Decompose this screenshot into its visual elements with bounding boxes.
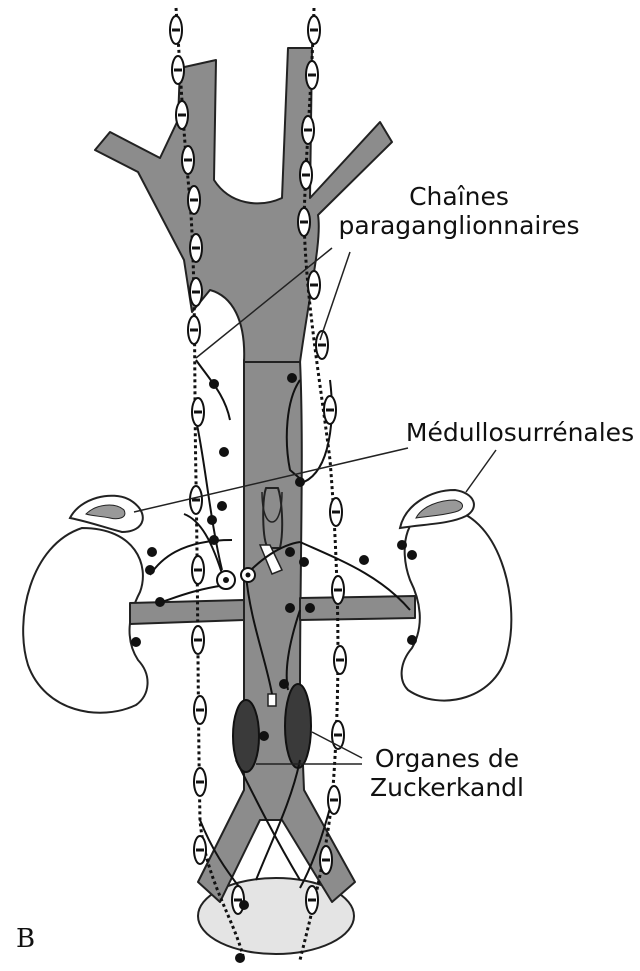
paraganglion-dot-4 <box>207 515 217 525</box>
paraganglion-dot-23 <box>235 953 245 963</box>
paraganglion-dot-18 <box>407 550 417 560</box>
panel-letter: B <box>16 924 35 954</box>
right-kidney <box>402 508 512 701</box>
paraganglion-dot-8 <box>155 597 165 607</box>
label-chaines-line2: paraganglionnaires <box>328 211 590 240</box>
paraganglion-dot-22 <box>239 900 249 910</box>
paraganglion-dot-11 <box>295 477 305 487</box>
paraganglion-dot-6 <box>147 547 157 557</box>
paraganglion-dot-19 <box>407 635 417 645</box>
celiac-ganglion-right-core <box>246 573 251 578</box>
paraganglion-dot-1 <box>209 379 219 389</box>
paraganglion-dot-9 <box>131 637 141 647</box>
paraganglion-dot-15 <box>305 603 315 613</box>
paraganglion-dot-12 <box>285 547 295 557</box>
celiac-ganglion-left-core <box>223 577 229 583</box>
paraganglion-dot-17 <box>397 540 407 550</box>
paraganglion-dot-14 <box>285 603 295 613</box>
paraganglion-dot-16 <box>359 555 369 565</box>
paraganglion-dot-5 <box>209 535 219 545</box>
paraganglion-dot-13 <box>299 557 309 567</box>
paraganglion-dot-7 <box>145 565 155 575</box>
label-organes-line1: Organes de <box>362 744 532 773</box>
label-chaines-paraganglionnaires: Chaînes paraganglionnaires <box>328 182 590 240</box>
paraganglion-dot-3 <box>217 501 227 511</box>
paraganglion-dot-20 <box>279 679 289 689</box>
label-medullosurrenales: Médullosurrénales <box>405 418 635 447</box>
label-organes-de-zuckerkandl: Organes de Zuckerkandl <box>362 744 532 802</box>
paraganglion-dot-21 <box>259 731 269 741</box>
left-kidney <box>23 528 147 713</box>
label-organes-line2: Zuckerkandl <box>362 773 532 802</box>
paraganglion-dot-2 <box>219 447 229 457</box>
label-medullo-text: Médullosurrénales <box>405 418 635 447</box>
paraganglion-dot-10 <box>287 373 297 383</box>
label-chaines-line1: Chaînes <box>328 182 590 211</box>
